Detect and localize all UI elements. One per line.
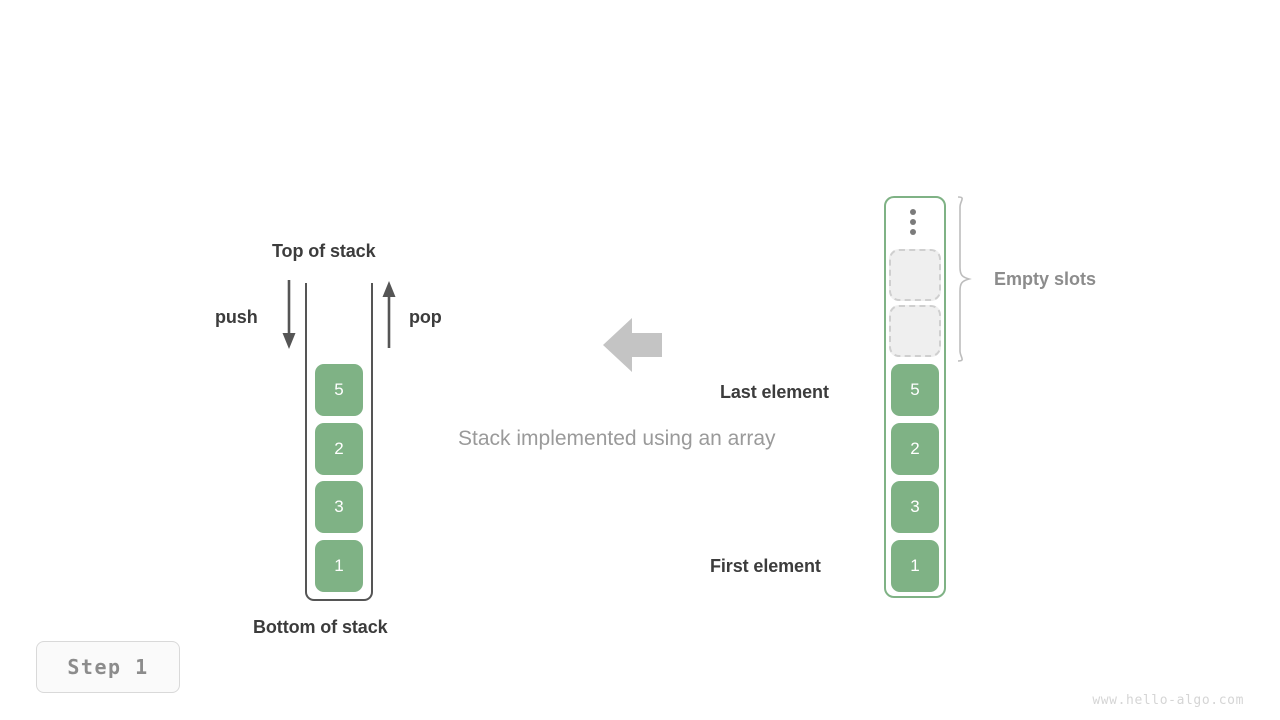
bottom-of-stack-label: Bottom of stack — [253, 617, 388, 637]
last-element-label: Last element — [720, 382, 829, 402]
watermark: www.hello-algo.com — [1092, 693, 1244, 708]
array-cell: 3 — [891, 481, 939, 533]
push-label: push — [215, 307, 258, 327]
stack-cell: 1 — [315, 540, 363, 592]
array-cell: 2 — [891, 423, 939, 475]
caption-text: Stack implemented using an array — [458, 427, 776, 450]
empty-slots-brace — [957, 196, 972, 362]
vertical-ellipsis-icon — [910, 209, 917, 235]
stack-cell: 3 — [315, 481, 363, 533]
array-cell: 5 — [891, 364, 939, 416]
first-element-label: First element — [710, 556, 821, 576]
push-arrow-down-icon — [282, 280, 296, 349]
stack-cell: 2 — [315, 423, 363, 475]
empty-slots-label: Empty slots — [994, 269, 1097, 289]
pop-arrow-up-icon — [382, 281, 396, 348]
arrow-left-icon — [603, 318, 662, 372]
step-badge: Step 1 — [36, 641, 180, 693]
top-of-stack-label: Top of stack — [272, 241, 376, 261]
pop-label: pop — [409, 307, 442, 327]
empty-slot — [889, 249, 941, 301]
array-cell: 1 — [891, 540, 939, 592]
stack-cell: 5 — [315, 364, 363, 416]
empty-slot — [889, 305, 941, 357]
